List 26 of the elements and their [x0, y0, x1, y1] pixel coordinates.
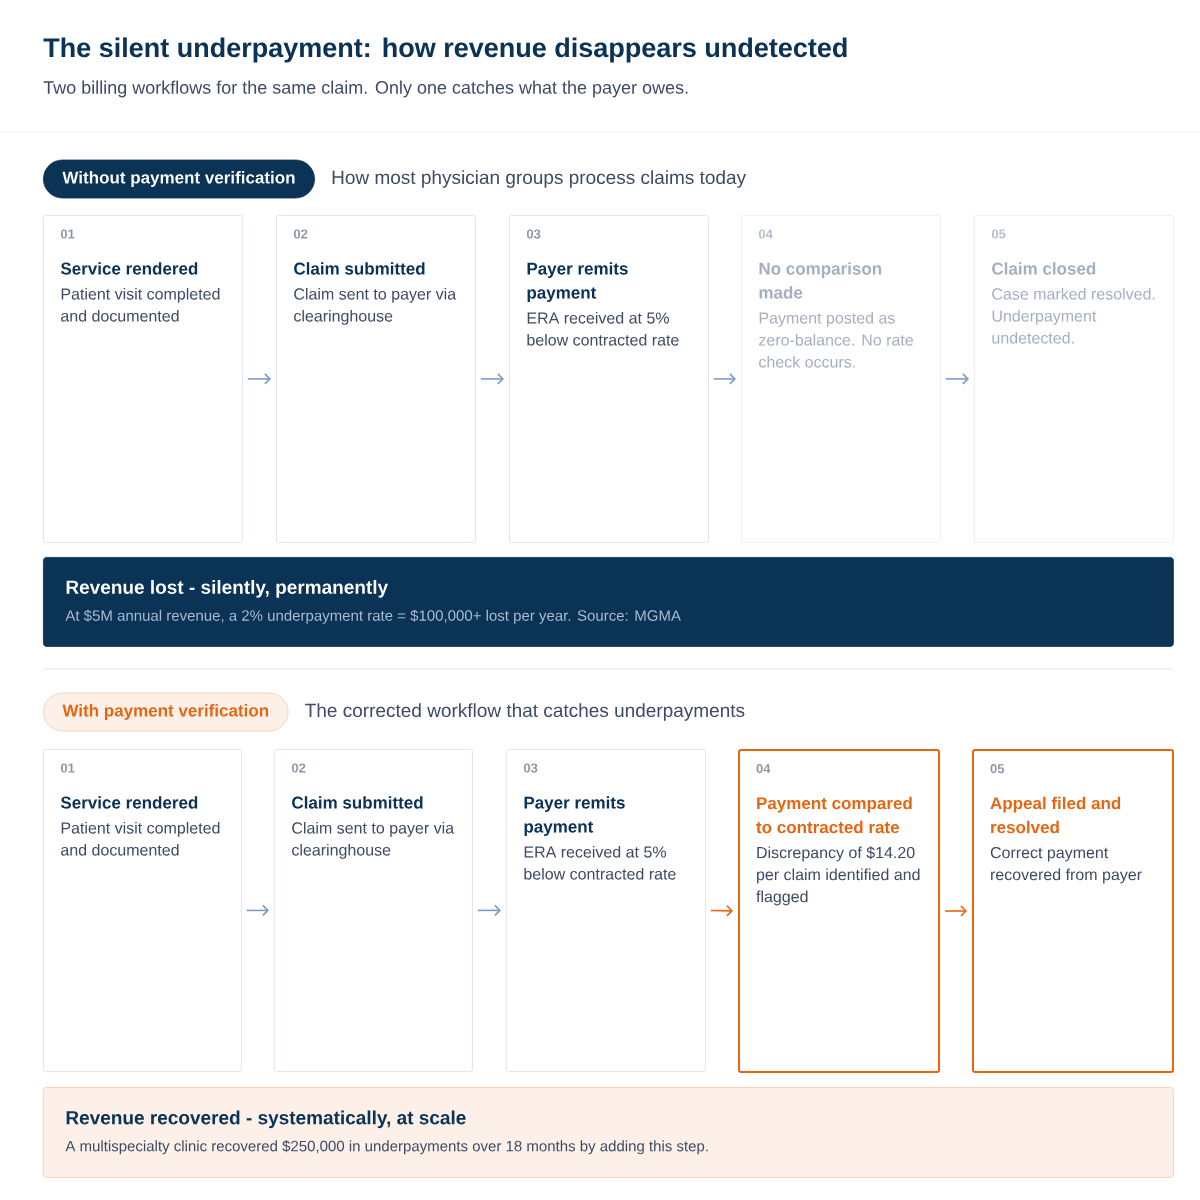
step-card: 01 Service rendered Patient visit completed and documented: [43, 215, 243, 543]
arrow: [945, 373, 969, 385]
step-card: 02 Claim submitted Claim sent to payer via clearinghouse: [274, 749, 473, 1072]
section-description: How most physician groups process claims today: [332, 170, 747, 188]
step-card: 04 Payment compared to contracted rate Discrepancy of $14.20 per claim identified and flagged: [738, 749, 940, 1073]
step-card: 03 Payer remits payment ERA received at 5% below contracted rate: [506, 749, 706, 1072]
arrow: [246, 904, 269, 917]
arrow: [710, 905, 733, 917]
section-description: The corrected workflow that catches underpayments: [305, 703, 745, 721]
step-card: 02 Claim submitted Claim sent to payer via clearinghouse: [276, 215, 476, 543]
arrow: [944, 905, 967, 917]
step-card: 01 Service rendered Patient visit completed and documented: [43, 749, 242, 1072]
section-pill: Without payment verification: [43, 159, 315, 199]
section-pill: With payment verification: [43, 692, 289, 732]
step-card: 04 No comparison made Payment posted as zero-balance. No rate check occurs.: [741, 215, 941, 543]
arrow: [477, 904, 501, 917]
arrow: [713, 373, 736, 385]
arrow: [480, 373, 504, 385]
step-card: 03 Payer remits payment ERA received at 5% below contracted rate: [509, 215, 709, 543]
arrow: [247, 373, 271, 385]
step-card: 05 Claim closed Case marked resolved. Underpayment undetected.: [974, 215, 1174, 543]
step-card: 05 Appeal filed and resolved Correct payment recovered from payer: [972, 749, 1174, 1073]
summary-banner: Revenue lost - silently, permanently At $5M annual revenue, a 2% underpayment rate = $100,000+ lost per year. Source: MGMA: [43, 557, 1174, 647]
summary-banner: Revenue recovered - systematically, at scale A multispecialty clinic recovered $250,000 in underpayments over 18 months by adding this step.: [43, 1087, 1174, 1178]
title: The silent underpayment: how revenue disappears undetected: [43, 37, 847, 63]
subtitle: Two billing workflows for the same claim. Only one catches what the payer owes.: [43, 80, 688, 98]
